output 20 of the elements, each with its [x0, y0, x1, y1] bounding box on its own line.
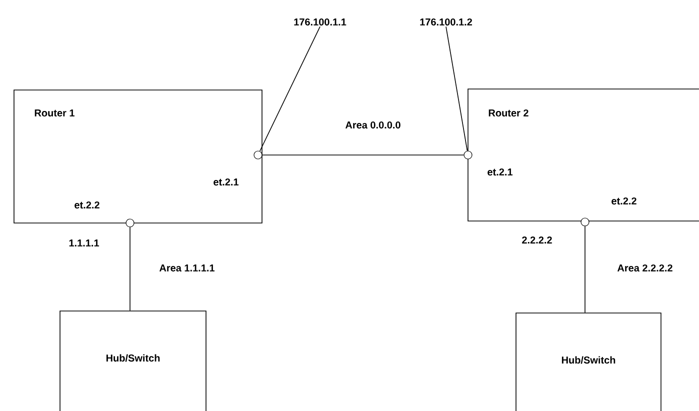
port-label: et.2.1: [488, 168, 512, 176]
edge-label: Area 1.1.1.1: [158, 264, 216, 272]
ip-address: 176.100.1.2: [420, 18, 472, 26]
port-label: et.2.2: [74, 201, 100, 209]
connection-line: [584, 226, 586, 313]
port-label: et.2.1: [214, 178, 239, 186]
hub-box: Hub/Switch: [516, 312, 662, 411]
port-circle: [126, 218, 134, 228]
port-circle: [464, 150, 472, 160]
leader-line: [259, 26, 320, 152]
port-circle: [580, 218, 590, 226]
hub-box: Hub/Switch: [60, 310, 206, 411]
connection-line: [262, 154, 464, 156]
port-label: et.2.2: [612, 197, 636, 205]
edge-label: Area 2.2.2.2: [616, 263, 674, 273]
ip-address: 2.2.2.2: [522, 236, 552, 244]
ip-address: 176.100.1.1: [294, 18, 346, 26]
edge-label: Area 0.0.0.0: [344, 120, 402, 130]
ip-address: 1.1.1.1: [69, 240, 100, 246]
leader-line: [446, 26, 468, 152]
